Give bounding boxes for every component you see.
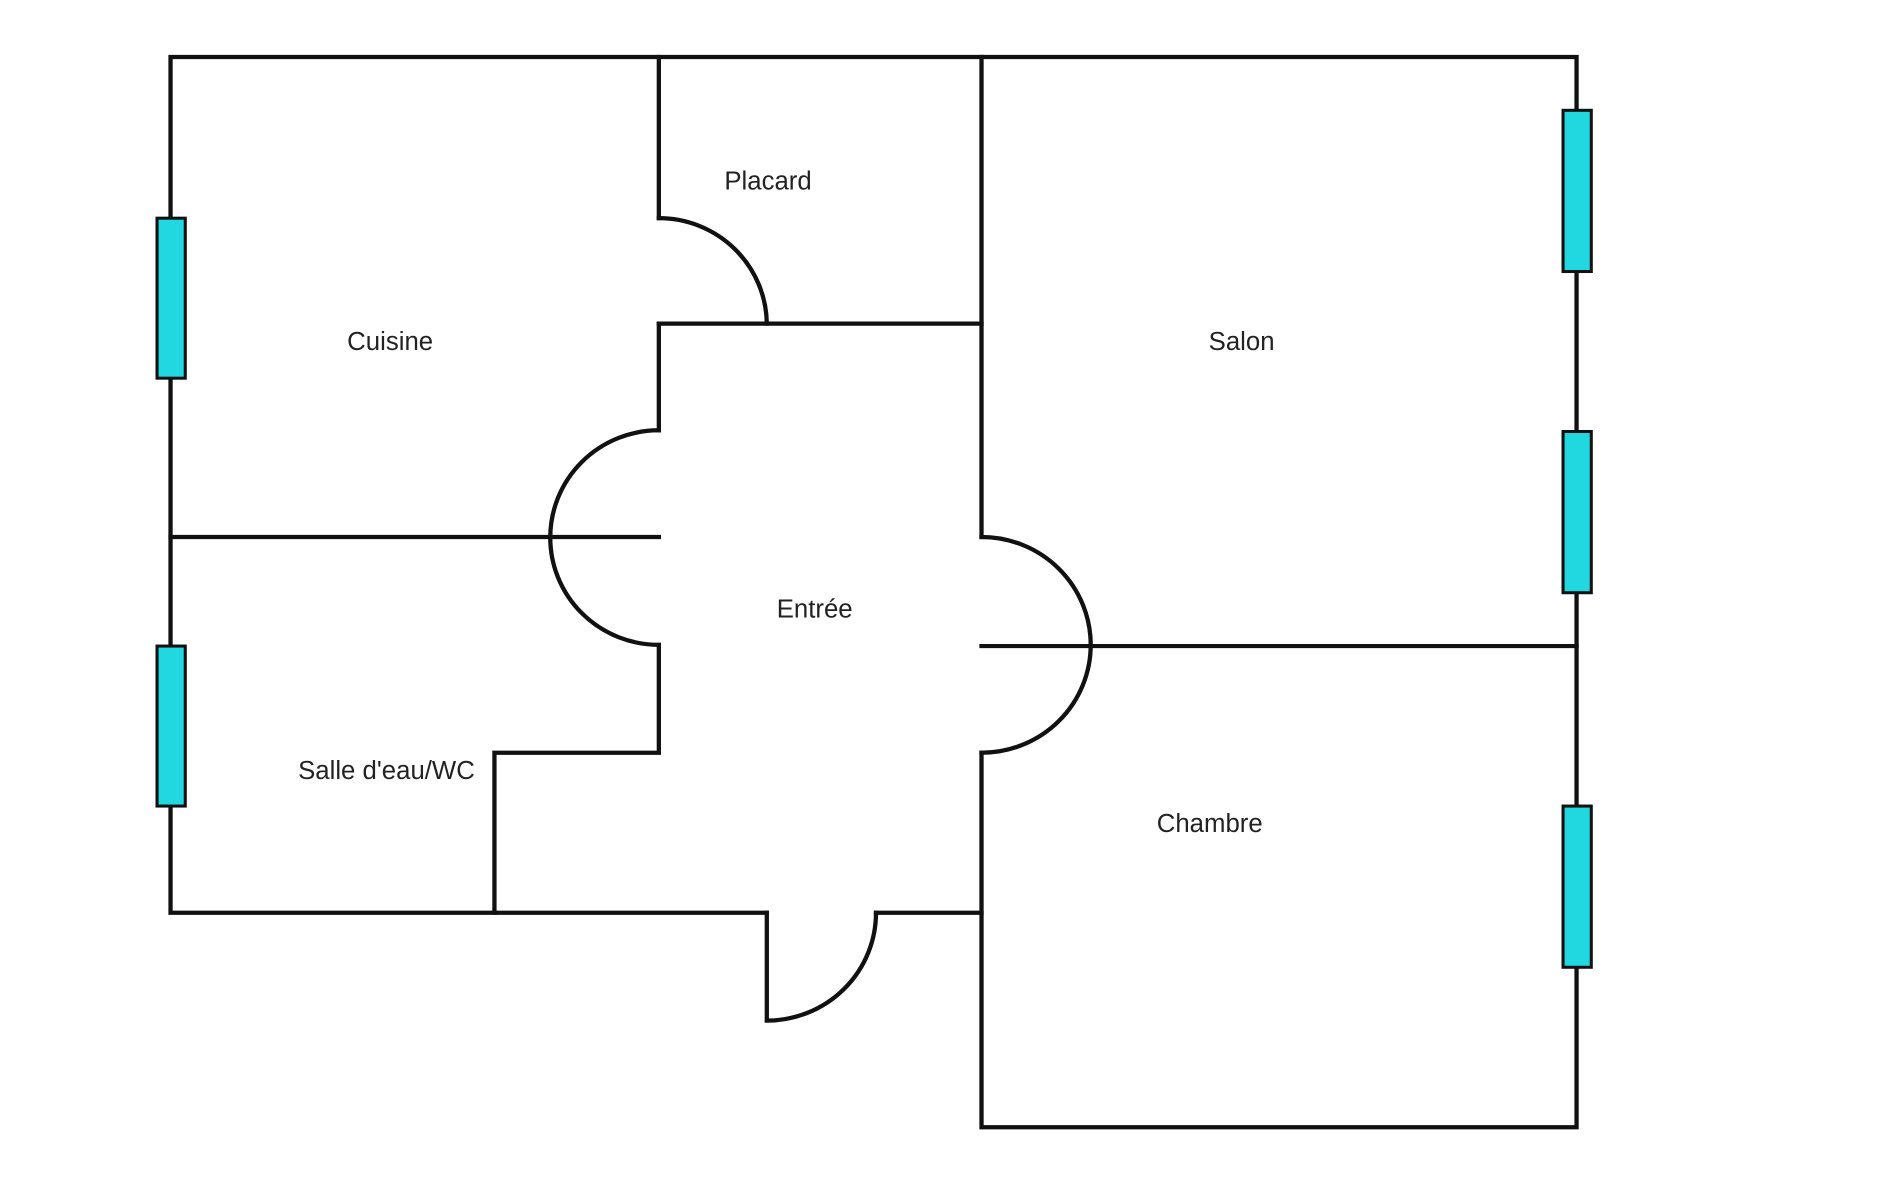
outer-wall [168,54,1579,1130]
placard-door[interactable] [656,216,769,326]
entree-left-wall-lower [492,642,661,915]
label-cuisine: Cuisine [347,328,433,356]
label-salon: Salon [1209,328,1275,356]
window-salon-2 [1561,430,1593,595]
windows [155,108,1593,969]
label-entree: Entrée [777,596,853,624]
window-chambre [1561,804,1593,969]
window-cuisine [155,216,187,380]
window-salle-eau [155,644,187,808]
doors [548,216,1093,1023]
salon-chambre-double-door[interactable] [979,534,1093,755]
room-labels: Placard Cuisine Salon Entrée Salle d'eau… [298,168,1274,838]
label-chambre: Chambre [1157,810,1263,838]
walls [168,54,1579,1130]
window-salon-1 [1561,108,1593,274]
front-door[interactable] [764,910,879,1023]
cuisine-bathroom-double-door[interactable] [548,428,661,647]
label-placard: Placard [724,168,811,196]
label-salle-eau: Salle d'eau/WC [298,757,475,785]
